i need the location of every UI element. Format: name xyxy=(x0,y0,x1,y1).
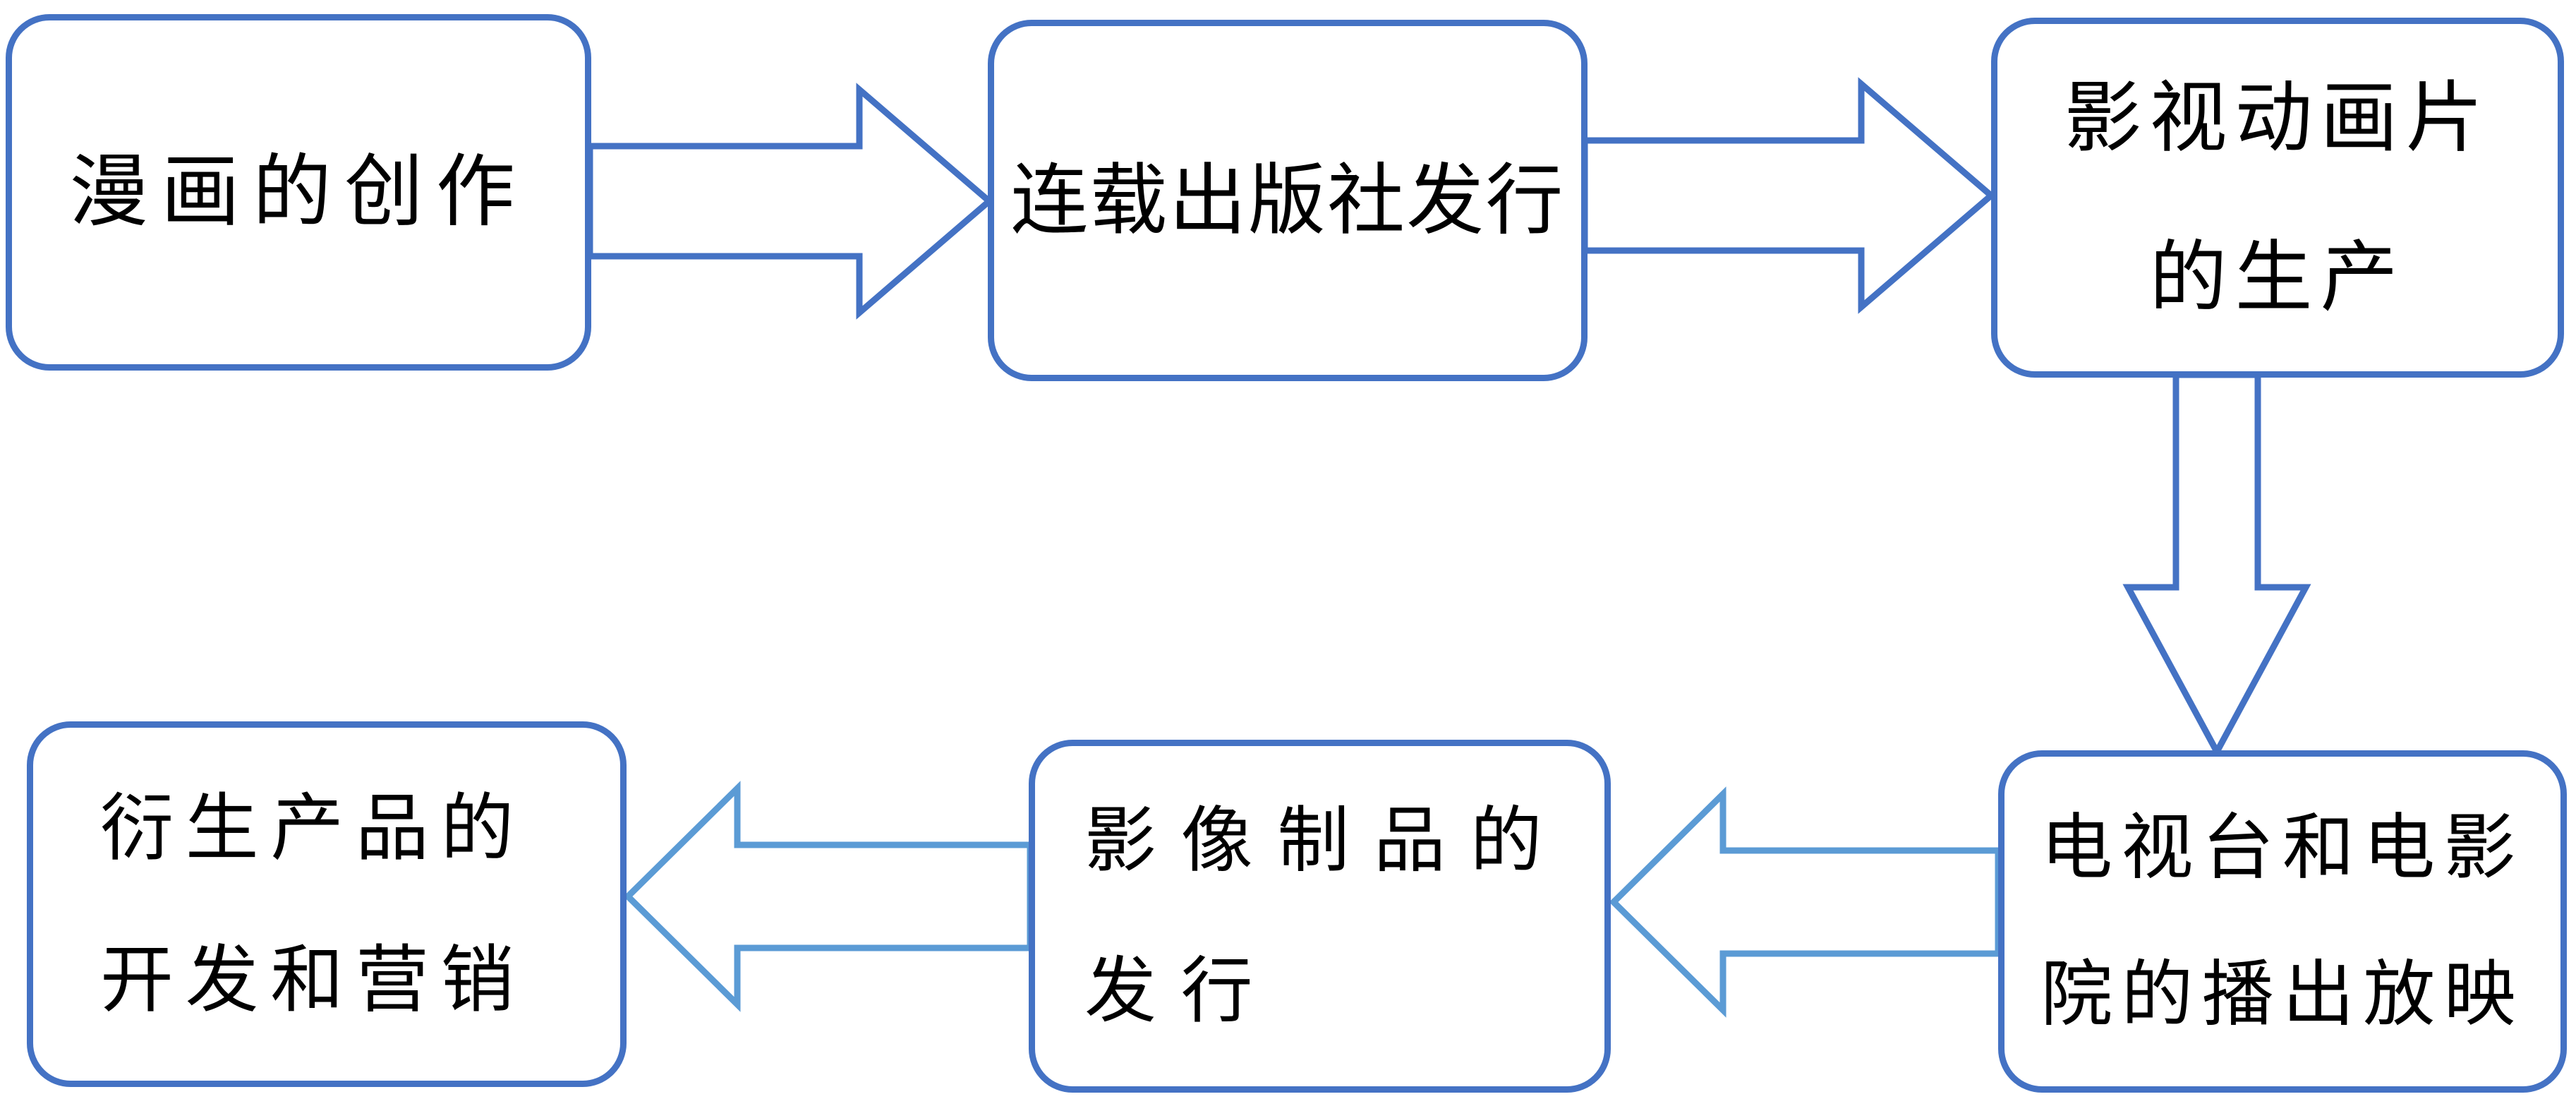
block-arrow-left-icon xyxy=(623,781,1034,1012)
node-comic-creation: 漫画的创作 xyxy=(6,14,591,371)
node-serial-publisher-release: 连载出版社发行 xyxy=(988,20,1588,381)
block-arrow-right-icon xyxy=(586,83,994,320)
block-arrow-down-icon xyxy=(2122,371,2311,759)
node-label-line: 衍生产品的 xyxy=(100,784,526,871)
node-animation-production: 影视动画片 的生产 xyxy=(1991,18,2564,378)
block-arrow-left-icon xyxy=(1609,786,2002,1018)
node-derivative-dev-marketing: 衍生产品的 开发和营销 xyxy=(27,721,627,1087)
node-label-line: 影视动画片 xyxy=(2064,72,2491,163)
node-label-line: 发行 xyxy=(1084,949,1278,1033)
node-label-line: 院的播出放映 xyxy=(2040,952,2524,1037)
node-label-line: 影像制品的 xyxy=(1084,799,1567,884)
node-label: 漫画的创作 xyxy=(69,146,528,239)
node-label: 连载出版社发行 xyxy=(1010,155,1565,246)
node-video-product-distribution: 影像制品的 发行 xyxy=(1029,740,1611,1093)
node-label-line: 电视台和电影 xyxy=(2040,806,2524,891)
node-tv-cinema-broadcast: 电视台和电影 院的播出放映 xyxy=(1998,750,2567,1093)
node-label-line: 开发和营销 xyxy=(100,936,526,1023)
node-label-line: 的生产 xyxy=(2149,232,2406,323)
block-arrow-right-icon xyxy=(1581,77,1996,314)
